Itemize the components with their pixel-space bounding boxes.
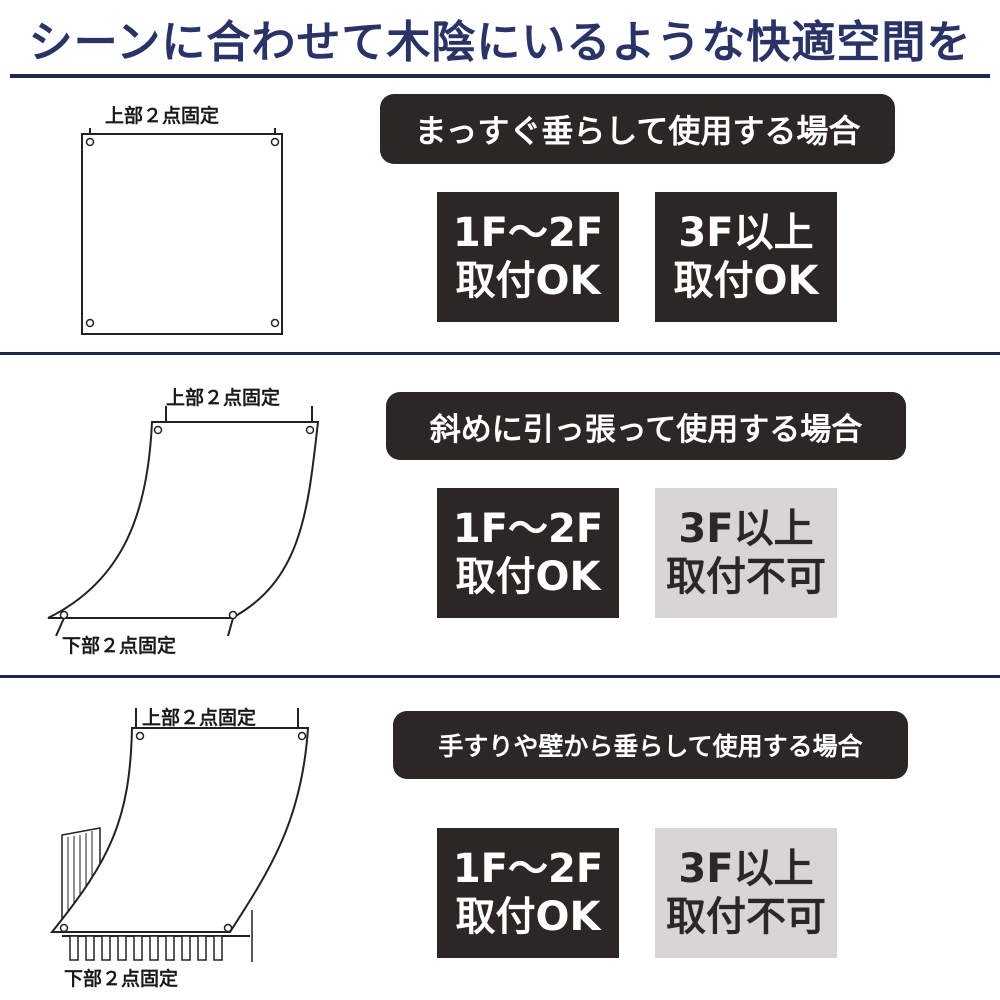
page-title: シーンに合わせて木陰にいるような快適空間を xyxy=(28,17,972,68)
badge-floor: 3F以上 xyxy=(678,846,814,892)
scene-heading: 斜めに引っ張って使用する場合 xyxy=(386,392,906,460)
top-fix-label: 上部２点固定 xyxy=(166,387,281,409)
shade-diagram-diagonal xyxy=(47,406,320,637)
install-badge-3f-plus: 3F以上 取付OK xyxy=(655,192,837,322)
badge-status: 取付OK xyxy=(673,258,819,304)
top-fix-label: 上部２点固定 xyxy=(105,105,220,127)
install-badge-3f-plus: 3F以上 取付不可 xyxy=(655,488,837,618)
badge-floor: 1F〜2F xyxy=(452,506,604,552)
section-divider xyxy=(0,352,1000,355)
badge-status: 取付OK xyxy=(455,554,601,600)
install-badge-1f-2f: 1F〜2F 取付OK xyxy=(437,828,619,958)
install-badge-1f-2f: 1F〜2F 取付OK xyxy=(437,192,619,322)
install-badge-3f-plus: 3F以上 取付不可 xyxy=(655,828,837,958)
badge-floor: 3F以上 xyxy=(678,506,814,552)
shade-diagram-railing xyxy=(49,708,310,962)
bottom-fix-label: 下部２点固定 xyxy=(62,635,177,657)
install-badge-1f-2f: 1F〜2F 取付OK xyxy=(437,488,619,618)
section-divider xyxy=(0,675,1000,678)
badge-status: 取付不可 xyxy=(666,894,826,940)
badge-floor: 1F〜2F xyxy=(452,846,604,892)
badge-floor: 3F以上 xyxy=(678,210,814,256)
badge-status: 取付不可 xyxy=(666,554,826,600)
shade-diagram-straight xyxy=(81,128,283,335)
title-underline xyxy=(10,74,990,78)
top-fix-label: 上部２点固定 xyxy=(142,707,257,729)
badge-status: 取付OK xyxy=(455,894,601,940)
bottom-fix-label: 下部２点固定 xyxy=(64,968,179,990)
scene-heading: まっすぐ垂らして使用する場合 xyxy=(380,94,895,164)
badge-floor: 1F〜2F xyxy=(452,210,604,256)
scene-heading: 手すりや壁から垂らして使用する場合 xyxy=(393,711,908,779)
badge-status: 取付OK xyxy=(455,258,601,304)
